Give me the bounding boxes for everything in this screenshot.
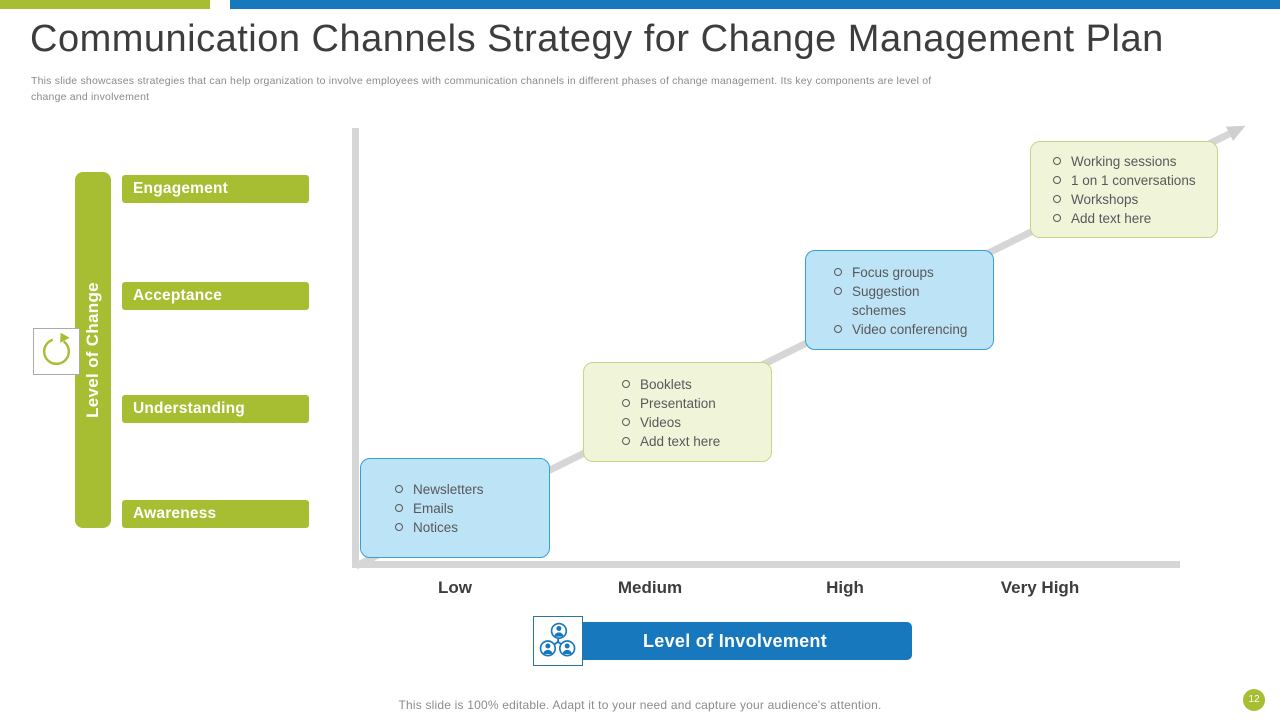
circle-bullet-icon bbox=[622, 399, 630, 407]
channel-item: Presentation bbox=[622, 394, 765, 413]
channel-item: Workshops bbox=[1053, 190, 1215, 209]
top-accent-bar-green bbox=[0, 0, 210, 9]
y-axis-title: Level of Change bbox=[83, 282, 102, 418]
refresh-icon bbox=[33, 328, 80, 375]
channel-item: Emails bbox=[395, 499, 543, 518]
people-network-icon bbox=[533, 616, 583, 666]
x-tick-high: High bbox=[826, 578, 864, 597]
circle-bullet-icon bbox=[395, 504, 403, 512]
y-axis-title-bar: Level of Change bbox=[75, 172, 111, 528]
page-number-badge: 12 bbox=[1243, 689, 1265, 711]
level-row-acceptance: Acceptance bbox=[122, 282, 309, 310]
channel-box-high: Focus groups Suggestion schemes Video co… bbox=[805, 250, 994, 350]
channel-item: Videos bbox=[622, 413, 765, 432]
level-row-understanding: Understanding bbox=[122, 395, 309, 423]
page-title: Communication Channels Strategy for Chan… bbox=[30, 18, 1164, 60]
circle-bullet-icon bbox=[1053, 176, 1061, 184]
channel-item: Suggestion schemes bbox=[834, 282, 989, 320]
circle-bullet-icon bbox=[834, 325, 842, 333]
circle-bullet-icon bbox=[834, 287, 842, 295]
circle-bullet-icon bbox=[622, 380, 630, 388]
x-axis-title-banner: Level of Involvement bbox=[558, 622, 912, 660]
level-row-engagement: Engagement bbox=[122, 175, 309, 203]
y-axis-line bbox=[352, 128, 359, 568]
x-tick-medium: Medium bbox=[617, 578, 683, 597]
circle-bullet-icon bbox=[395, 485, 403, 493]
circle-bullet-icon bbox=[834, 268, 842, 276]
level-row-awareness: Awareness bbox=[122, 500, 309, 528]
channel-box-low: Newsletters Emails Notices bbox=[360, 458, 550, 558]
circle-bullet-icon bbox=[622, 437, 630, 445]
channel-item: Newsletters bbox=[395, 480, 543, 499]
circle-bullet-icon bbox=[395, 523, 403, 531]
channel-item: Video conferencing bbox=[834, 320, 989, 339]
circle-bullet-icon bbox=[622, 418, 630, 426]
circle-bullet-icon bbox=[1053, 195, 1061, 203]
top-accent-bar-blue bbox=[230, 0, 1280, 9]
channel-box-very-high: Working sessions 1 on 1 conversations Wo… bbox=[1030, 141, 1218, 238]
x-axis-line bbox=[352, 561, 1180, 568]
x-tick-very-high: Very High bbox=[1000, 578, 1080, 597]
channel-item: Notices bbox=[395, 518, 543, 537]
channel-item: 1 on 1 conversations bbox=[1053, 171, 1215, 190]
slide-description: This slide showcases strategies that can… bbox=[31, 75, 932, 103]
x-tick-low: Low bbox=[438, 578, 472, 597]
channel-item: Add text here bbox=[622, 432, 765, 451]
channel-item: Add text here bbox=[1053, 209, 1215, 228]
channel-box-medium: Booklets Presentation Videos Add text he… bbox=[583, 362, 772, 462]
footer-note: This slide is 100% editable. Adapt it to… bbox=[398, 698, 882, 712]
channel-item: Working sessions bbox=[1053, 152, 1215, 171]
channel-item: Booklets bbox=[622, 375, 765, 394]
circle-bullet-icon bbox=[1053, 214, 1061, 222]
circle-bullet-icon bbox=[1053, 157, 1061, 165]
channel-item: Focus groups bbox=[834, 263, 989, 282]
